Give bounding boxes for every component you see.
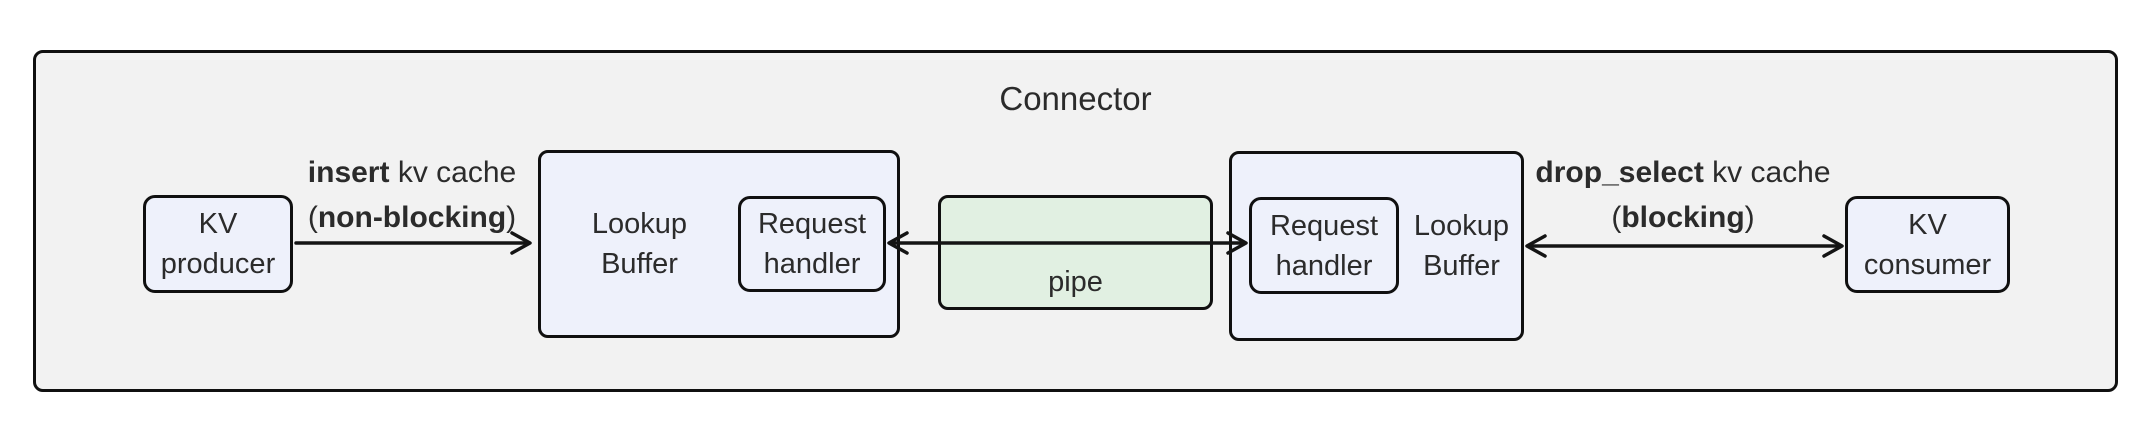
group-lookup-buffer-left: Lookup Buffer Request handler	[538, 150, 900, 338]
edge-label-insert-mode: non-blocking	[317, 201, 507, 234]
edge-label-insert-rest: kv cache	[389, 156, 517, 189]
edge-label-drop-select-rest: kv cache	[1703, 156, 1831, 189]
node-request-handler-right: Request handler	[1249, 197, 1399, 294]
edge-label-insert-paren-open: (	[307, 201, 318, 234]
edge-label-drop-select-paren-close: )	[1744, 201, 1755, 234]
edge-label-drop-select-mode: blocking	[1621, 201, 1745, 234]
pipe-label: pipe	[1048, 266, 1103, 298]
node-request-handler-left: Request handler	[738, 196, 886, 292]
edge-label-drop-select-paren-open: (	[1611, 201, 1622, 234]
label-lookup-buffer-left: Lookup Buffer	[591, 208, 688, 280]
node-kv-producer: KV producer	[143, 195, 293, 293]
edge-label-insert: insert kv cache (non-blocking)	[252, 150, 572, 240]
edge-label-insert-verb: insert	[307, 156, 390, 189]
edge-label-drop-select-verb: drop_select	[1535, 156, 1704, 189]
edge-label-drop-select: drop_select kv cache (blocking)	[1523, 150, 1843, 240]
node-kv-consumer: KV consumer	[1845, 196, 2010, 293]
edge-label-insert-paren-close: )	[506, 201, 517, 234]
node-pipe: pipe	[938, 195, 1213, 310]
label-lookup-buffer-right: Lookup Buffer	[1413, 210, 1510, 282]
connector-title: Connector	[999, 80, 1152, 117]
group-lookup-buffer-right: Request handler Lookup Buffer	[1229, 151, 1524, 341]
